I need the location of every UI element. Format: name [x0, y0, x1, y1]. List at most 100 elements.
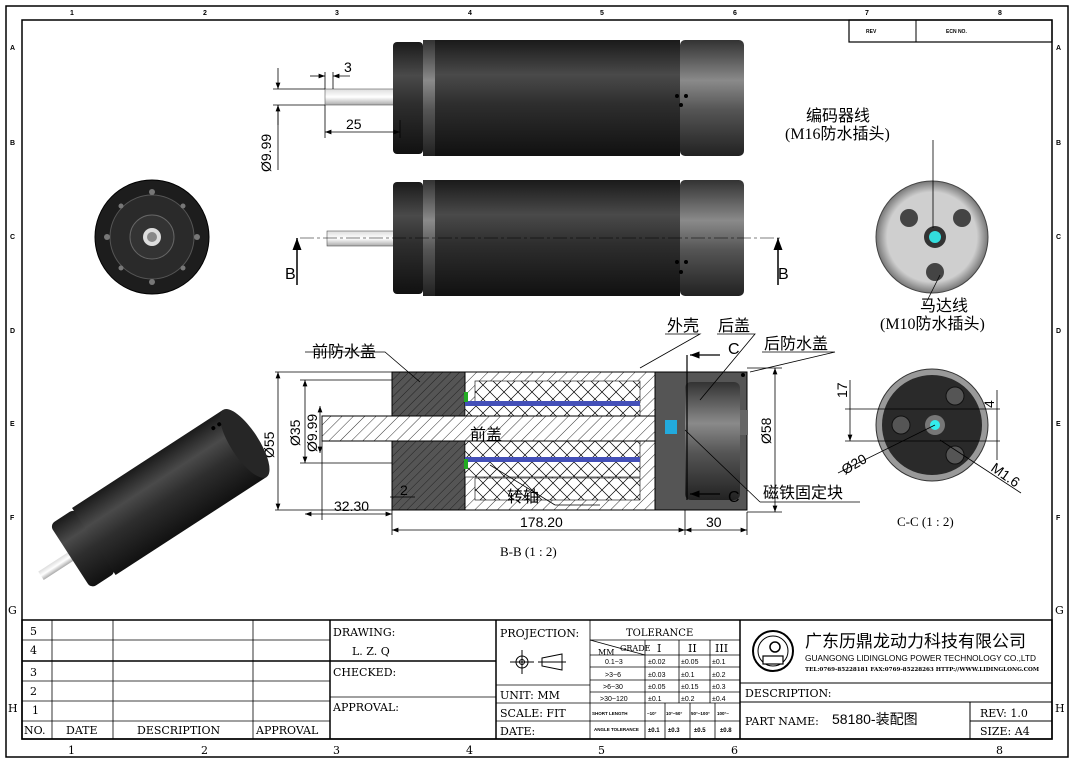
- row-marker: H: [1055, 702, 1065, 715]
- revision-header-box: REV ECN NO.: [848, 19, 1053, 43]
- grade-header: I: [657, 642, 661, 655]
- section-marker-c-bottom: C: [728, 489, 740, 506]
- dim-30: 30: [706, 514, 722, 530]
- revision-row-number: 4: [30, 644, 37, 657]
- tolerance-range: >30~120: [600, 696, 628, 703]
- col-marker: 1: [70, 10, 74, 17]
- col-marker: 6: [731, 744, 738, 757]
- front-end-view: [94, 179, 210, 295]
- title-block: 5 4 3 2 1 NO. DATE DESCRIPTION APPROVAL …: [21, 619, 1053, 740]
- tolerance-value: ±0.1: [681, 672, 695, 679]
- tolerance-value: ±0.02: [648, 659, 666, 666]
- grade-header: II: [688, 642, 697, 655]
- label-front-lid: 前盖: [470, 426, 502, 444]
- row-marker: C: [10, 234, 15, 241]
- col-marker: 3: [333, 744, 340, 757]
- dim-32-30: 32.30: [334, 498, 369, 514]
- tolerance-range: 0.1~3: [605, 659, 623, 666]
- zone-markers: 1 2 3 4 5 6 7 8 A B C D E F A B C D E F: [10, 10, 1061, 522]
- tolerance-value: ±0.05: [681, 659, 699, 666]
- angle-tolerance-value: ±0.1: [648, 728, 660, 734]
- dim-4: 4: [981, 400, 997, 408]
- encoder-plug-label: (M16防水插头): [785, 125, 890, 143]
- dim-2: 2: [400, 482, 408, 498]
- ecn-header-label: ECN NO.: [946, 29, 967, 35]
- revision-header-approval: APPROVAL: [255, 724, 319, 737]
- label-rear-cover: 后盖: [718, 317, 750, 335]
- short-length-value: ~10°: [647, 711, 657, 716]
- tolerance-value: ±0.2: [712, 672, 726, 679]
- angle-tolerance-value: ±0.3: [668, 728, 680, 734]
- tolerance-value: ±0.15: [681, 684, 699, 691]
- row-marker: F: [1056, 515, 1061, 522]
- drawing-value: L. Z. Q: [352, 645, 390, 658]
- dim-3: 3: [344, 59, 352, 75]
- row-marker: B: [1056, 140, 1061, 147]
- col-marker: 8: [998, 10, 1002, 17]
- dim-25: 25: [346, 116, 362, 132]
- col-marker: 4: [466, 744, 473, 757]
- row-marker: G: [1055, 604, 1064, 617]
- dim-d999: Ø9.99: [304, 414, 320, 452]
- tolerance-range: >3~6: [605, 672, 621, 679]
- encoder-cable-label: 编码器线: [806, 107, 870, 125]
- row-marker: A: [10, 45, 15, 52]
- col-marker: 3: [335, 10, 339, 17]
- tolerance-range: >6~30: [603, 684, 623, 691]
- projection-label: PROJECTION:: [500, 627, 579, 640]
- revision-row-number: 1: [32, 704, 39, 717]
- rear-cap: [680, 40, 744, 156]
- label-front-water-cover: 前防水盖: [312, 343, 376, 361]
- dim-m1-6: M1.6: [988, 459, 1023, 490]
- company-name-cn: 广东历鼎龙动力科技有限公司: [805, 632, 1026, 651]
- row-marker: E: [10, 421, 15, 428]
- tolerance-value: ±0.1: [712, 659, 726, 666]
- revision-header-date: DATE: [66, 724, 98, 737]
- dim-shaft-diameter: Ø9.99: [258, 134, 274, 172]
- col-marker: 6: [733, 10, 737, 17]
- label-shell: 外壳: [667, 317, 699, 335]
- motor-body: [435, 40, 680, 156]
- row-marker: C: [1056, 234, 1061, 241]
- row-marker: D: [1056, 328, 1061, 335]
- motor-plug-label: (M10防水插头): [880, 315, 985, 333]
- section-cc-title: C-C (1 : 2): [897, 514, 954, 529]
- col-marker: 5: [600, 10, 604, 17]
- col-marker: 7: [865, 10, 869, 17]
- tolerance-value: ±0.3: [712, 684, 726, 691]
- drawing-label: DRAWING:: [333, 626, 395, 639]
- label-shaft: 转轴: [507, 488, 539, 506]
- rear-end-view: 编码器线 (M16防水插头) 马达线 (M10防水插头): [785, 107, 989, 333]
- checked-label: CHECKED:: [333, 666, 396, 679]
- section-marker-b-right: B: [778, 266, 789, 283]
- side-view-bottom: B B: [285, 180, 789, 296]
- description-label: DESCRIPTION:: [745, 687, 831, 700]
- row-marker: A: [1056, 45, 1061, 52]
- tolerance-value: ±0.1: [648, 696, 662, 703]
- date-label: DATE:: [500, 725, 535, 738]
- dim-17: 17: [834, 382, 850, 398]
- col-marker: 2: [201, 744, 208, 757]
- dim-d35: Ø35: [287, 419, 303, 446]
- col-marker: 8: [996, 744, 1003, 757]
- short-length-value: 10°~50°: [666, 711, 682, 716]
- revision-row-number: 5: [30, 625, 37, 638]
- section-bb-title: B-B (1 : 2): [500, 544, 557, 559]
- rev-value: REV: 1.0: [980, 707, 1028, 720]
- isometric-view: [38, 409, 270, 587]
- angle-tolerance-label: ANGLE TOLERANCE: [594, 727, 639, 732]
- section-marker-b-left: B: [285, 266, 296, 283]
- company-name-en: GUANGONG LIDINGLONG POWER TECHNOLOGY CO.…: [805, 653, 1036, 663]
- front-cap: [393, 42, 423, 154]
- company-contact: TEL:0769-85228181 FAX:0769-85228263 HTTP…: [805, 667, 1039, 673]
- row-marker: H: [8, 702, 18, 715]
- grade-header: III: [715, 642, 728, 655]
- angle-tolerance-value: ±0.8: [720, 728, 732, 734]
- dim-178-20: 178.20: [520, 514, 563, 530]
- tolerance-value: ±0.2: [681, 696, 695, 703]
- revision-header-no: NO.: [24, 724, 46, 737]
- revision-row-number: 2: [30, 685, 37, 698]
- side-view-top: 3 25 Ø9.99: [258, 40, 744, 172]
- label-magnet-block: 磁铁固定块: [763, 484, 843, 502]
- tolerance-value: ±0.05: [648, 684, 666, 691]
